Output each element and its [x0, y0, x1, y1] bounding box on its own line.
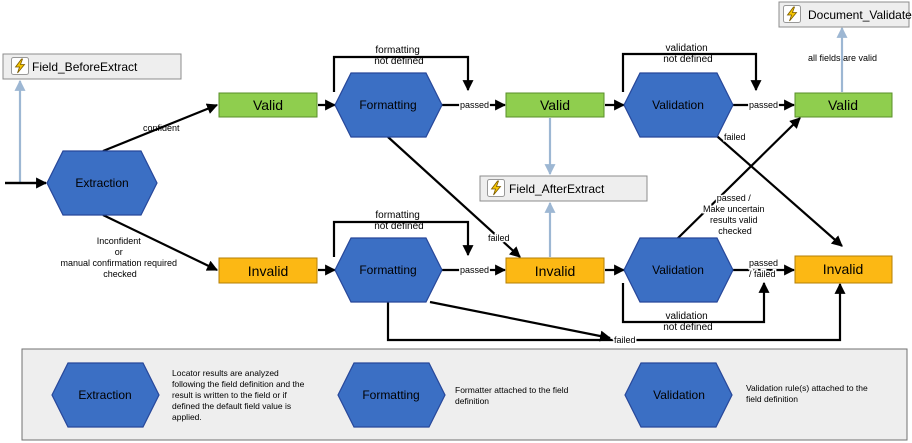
legend-validation: Validation Validation rule(s) attached t… [624, 362, 870, 428]
label-passed-formatting-bottom: passed [460, 265, 489, 275]
node-formatting-top-label: Formatting [359, 98, 416, 112]
legend-formatting: Formatting Formatter attached to the fie… [337, 362, 571, 428]
node-valid-2: Valid [505, 92, 605, 118]
node-validation-bottom-label: Validation [652, 263, 704, 277]
edge-formatting-not-defined-top [332, 55, 474, 92]
node-invalid-2-label: Invalid [535, 263, 575, 279]
legend-validation-name: Validation [653, 388, 705, 402]
label-passed-formatting-top: passed [460, 100, 489, 110]
lightning-icon [487, 179, 505, 197]
node-valid-3-label: Valid [828, 97, 858, 113]
event-document-validated: Document_Validated [778, 1, 912, 28]
edge-validation-not-defined-bottom [621, 281, 770, 324]
edge-confident [102, 103, 219, 153]
label-failed-formatting-top: failed [488, 233, 510, 243]
edge-validation-passed-uncertain [675, 117, 801, 241]
label-validation-not-defined-bottom: validation not defined [663, 311, 713, 333]
node-formatting-bottom: Formatting [334, 237, 443, 303]
node-invalid-3: Invalid [794, 255, 893, 284]
label-passed-make-uncertain: passed / Make uncertain results valid ch… [703, 193, 767, 236]
edge-inconfident [102, 214, 218, 271]
node-valid-1-label: Valid [253, 97, 283, 113]
node-validation-top: Validation [623, 72, 734, 138]
edge-formatting-to-failed [429, 300, 612, 342]
node-valid-3: Valid [794, 92, 893, 118]
node-invalid-1-label: Invalid [248, 263, 288, 279]
legend-validation-desc: Validation rule(s) attached to the field… [746, 383, 870, 404]
node-extraction: Extraction [46, 150, 158, 216]
event-label-before-extract: Field_BeforeExtract [32, 60, 138, 74]
event-label-document-validated: Document_Validated [808, 8, 912, 22]
edge-formatting-not-defined-bottom [332, 220, 474, 257]
node-validation-bottom: Validation [623, 237, 734, 303]
event-label-after-extract: Field_AfterExtract [509, 182, 605, 196]
node-valid-1: Valid [218, 92, 318, 118]
lightning-icon [11, 57, 29, 75]
label-failed-validation-top: failed [724, 132, 746, 142]
node-formatting-top: Formatting [334, 72, 443, 138]
legend-formatting-name: Formatting [362, 388, 419, 402]
event-field-after-extract: Field_AfterExtract [479, 175, 648, 202]
legend-extraction: Extraction Locator results are analyzed … [51, 362, 307, 428]
lightning-icon [783, 5, 801, 23]
edge-validation-failed-top [709, 129, 843, 247]
legend-extraction-desc: Locator results are analyzed following t… [172, 368, 307, 422]
label-inconfident: Inconfident or manual confirmation requi… [60, 236, 179, 279]
label-all-fields-valid: all fields are valid [808, 53, 877, 63]
label-formatting-not-defined-bottom: formatting not defined [374, 210, 424, 232]
label-confident: confident [143, 123, 180, 133]
edge-formatting-failed-top [387, 136, 521, 258]
label-failed-bottom: failed [614, 335, 636, 345]
legend: Extraction Locator results are analyzed … [21, 348, 908, 441]
event-field-before-extract: Field_BeforeExtract [2, 53, 182, 80]
legend-formatting-desc: Formatter attached to the field definiti… [455, 385, 571, 406]
label-formatting-not-defined-top: formatting not defined [374, 45, 424, 67]
edge-validation-not-defined-top [621, 52, 762, 92]
node-invalid-3-label: Invalid [823, 261, 863, 277]
node-invalid-2: Invalid [505, 257, 605, 284]
label-passed-validation-top: passed [749, 100, 778, 110]
node-invalid-1: Invalid [218, 257, 318, 284]
node-valid-2-label: Valid [540, 97, 570, 113]
node-formatting-bottom-label: Formatting [359, 263, 416, 277]
label-passed-failed-bottom: passed / failed [749, 258, 781, 279]
node-extraction-label: Extraction [75, 176, 128, 190]
label-validation-not-defined-top: validation not defined [663, 43, 713, 65]
edge-formatting-failed-bottom [386, 282, 846, 342]
legend-extraction-name: Extraction [78, 388, 131, 402]
node-validation-top-label: Validation [652, 98, 704, 112]
